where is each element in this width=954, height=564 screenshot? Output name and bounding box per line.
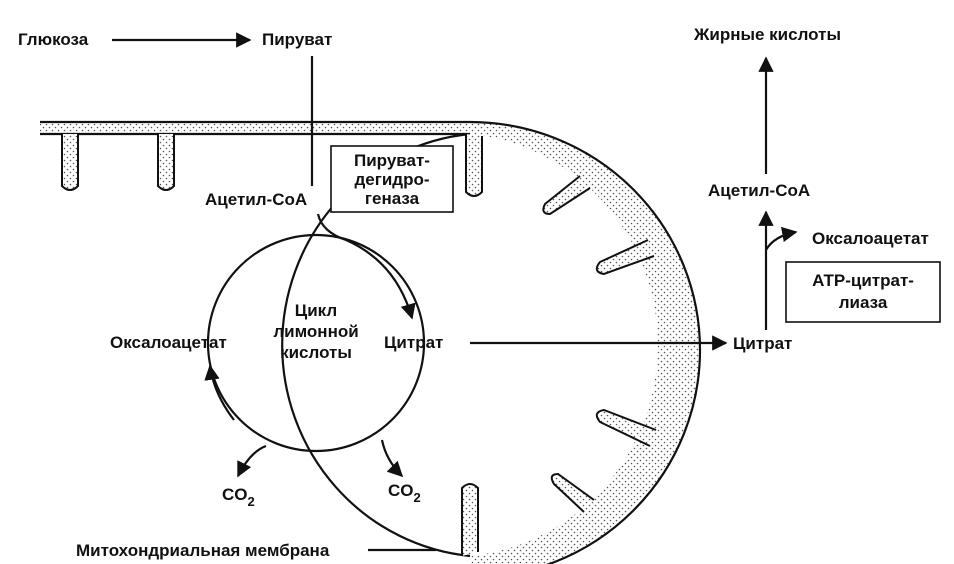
acetylcoa-cyto-label: Ацетил-СоА <box>708 181 810 200</box>
co2-left-label: CO2 <box>222 485 255 509</box>
cycle-arrow-left <box>204 364 235 421</box>
crista <box>465 134 483 197</box>
crista <box>542 175 591 216</box>
glucose-label: Глюкоза <box>18 30 89 49</box>
oxaloacetate-branch-arrow <box>765 226 798 251</box>
cycle-line-1: Цикл <box>295 301 337 320</box>
oxaloacetate-mito-label: Оксалоацетат <box>110 333 227 352</box>
crista <box>595 408 657 447</box>
citrate-mito-label: Цитрат <box>384 333 443 352</box>
oxaloacetate-cyto-label: Оксалоацетат <box>812 229 929 248</box>
pdh-line-2: дегидро- <box>355 170 430 189</box>
acetylcoa-mito-label: Ацетил-СоА <box>205 190 307 209</box>
crista <box>157 134 175 191</box>
crista <box>461 483 479 556</box>
co2-left-arrow <box>237 444 267 478</box>
acl-line-1: АТР-цитрат- <box>812 271 914 290</box>
pdh-line-1: Пируват- <box>354 151 430 170</box>
fatty-acids-label: Жирные кислоты <box>693 25 841 44</box>
co2-right-arrow <box>380 439 404 478</box>
crista <box>595 239 655 276</box>
co2-right-label: CO2 <box>388 481 421 505</box>
citric-acid-cycle-circle <box>206 233 426 453</box>
atp-citrate-lyase-box: АТР-цитрат- лиаза <box>785 261 941 323</box>
pdh-line-3: геназа <box>365 189 420 208</box>
pyruvate-dehydrogenase-box: Пируват- дегидро- геназа <box>330 145 454 213</box>
cycle-line-2: лимонной <box>273 322 358 341</box>
pyruvate-label: Пируват <box>262 30 332 49</box>
cycle-line-3: кислоты <box>280 343 352 362</box>
crista <box>61 134 79 191</box>
acl-line-2: лиаза <box>839 293 888 312</box>
acetylcoa-entry-arrow <box>316 213 416 320</box>
citrate-cyto-label: Цитрат <box>733 334 792 353</box>
crista <box>550 472 595 513</box>
membrane-label: Митохондриальная мембрана <box>76 541 330 560</box>
